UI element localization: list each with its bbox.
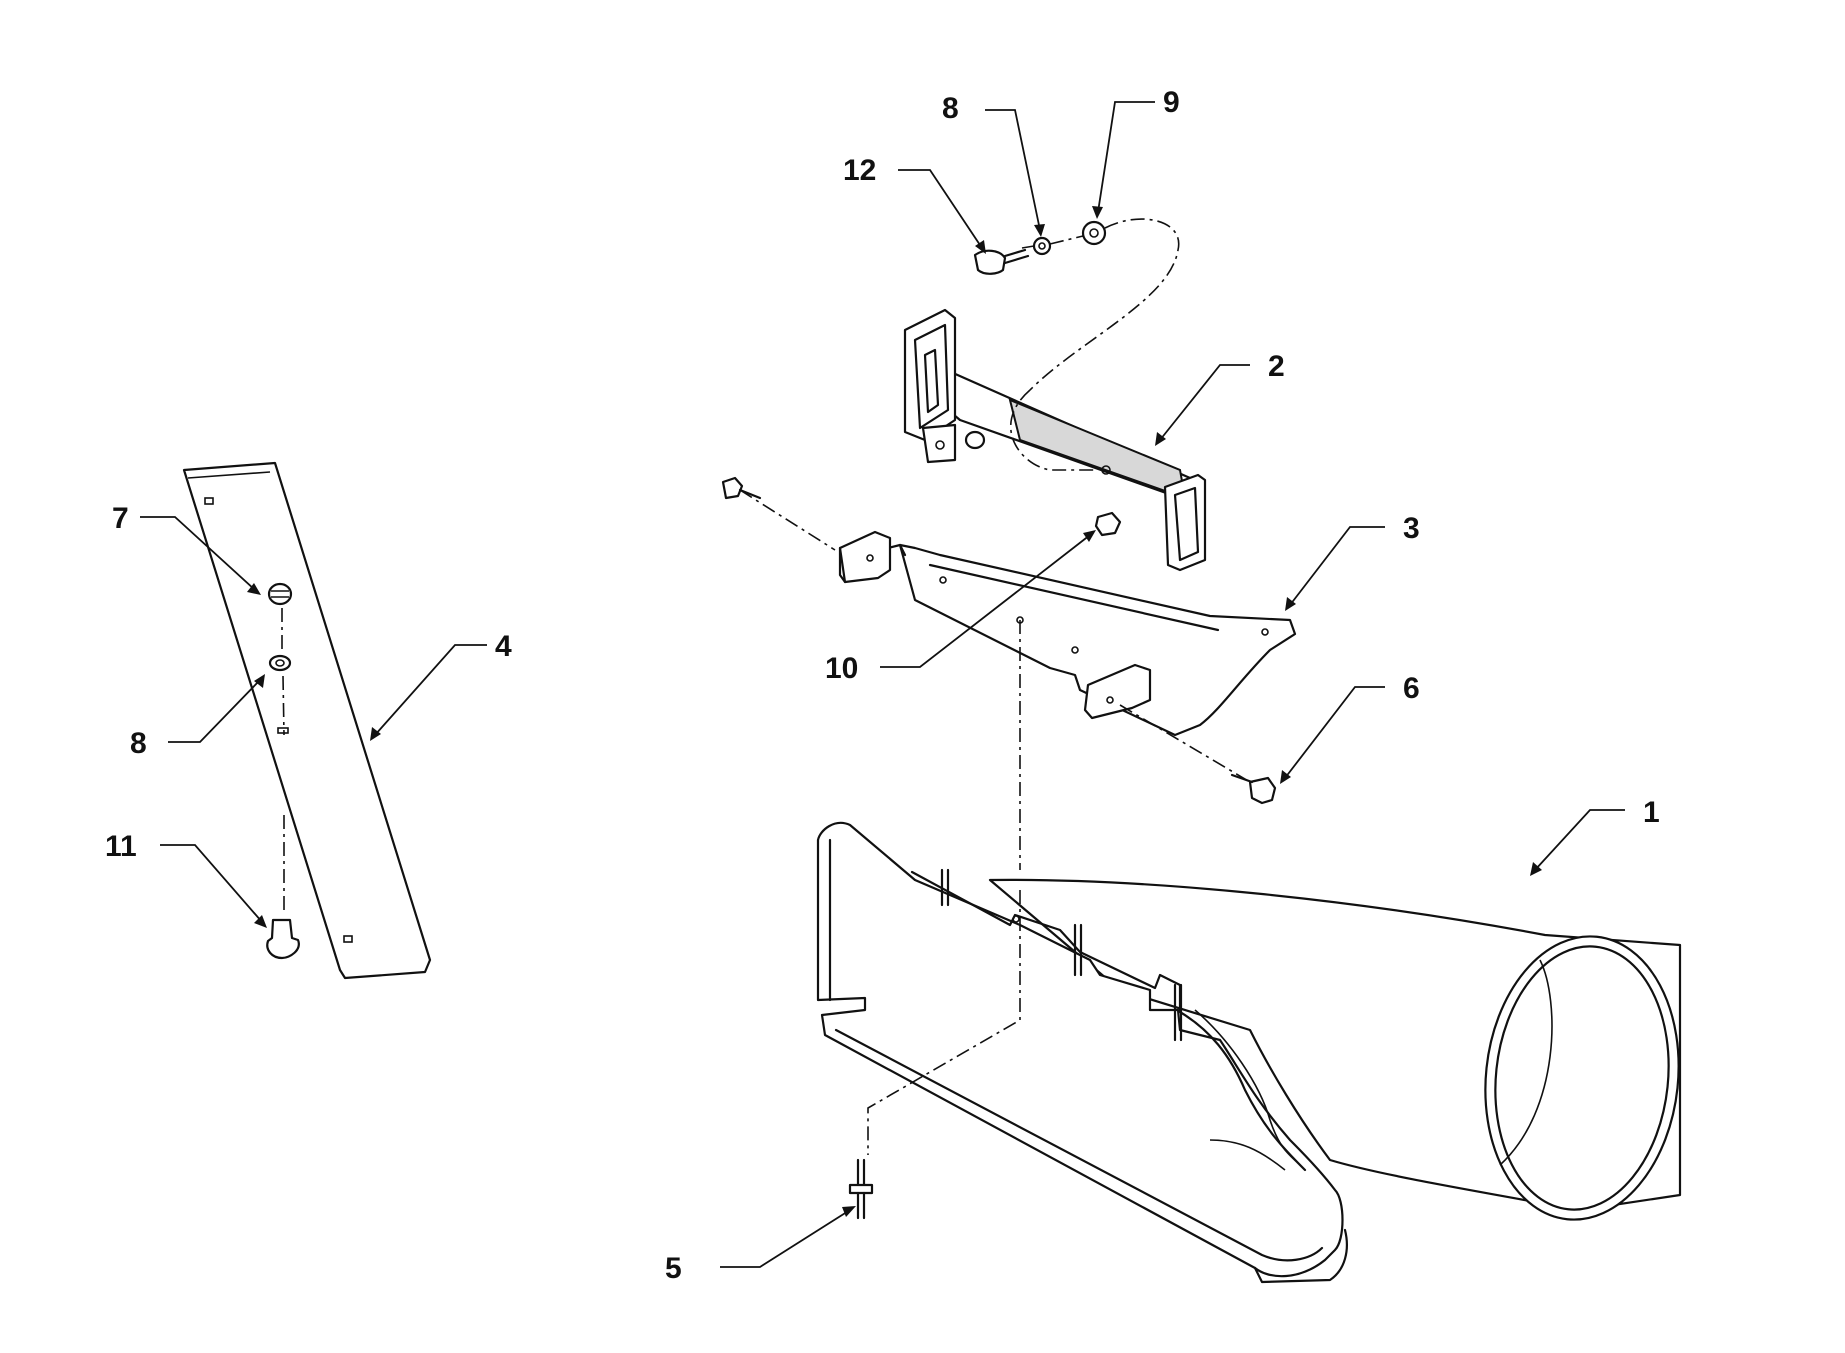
- callout-11: 11: [105, 830, 137, 863]
- part-2-clamp: [903, 308, 1207, 572]
- part-9-washer: [1081, 220, 1107, 246]
- part-10-nut: [1094, 511, 1122, 537]
- callout-2: 2: [1268, 350, 1285, 383]
- part-8-washer-strap: [268, 654, 292, 672]
- callout-6: 6: [1403, 672, 1420, 705]
- leader-lines: [140, 101, 1625, 1268]
- part-12-knob: [973, 248, 1030, 275]
- callout-7: 7: [112, 502, 129, 535]
- callout-8-left: 8: [130, 727, 147, 760]
- callout-12: 12: [843, 154, 876, 187]
- part-8-washer-top: [1032, 236, 1052, 256]
- part-5-rivet: [848, 1158, 874, 1220]
- callout-9: 9: [1163, 86, 1180, 119]
- callout-10: 10: [825, 652, 858, 685]
- callout-5: 5: [665, 1252, 682, 1285]
- callout-3: 3: [1403, 512, 1420, 545]
- bracket-bolt-left: [721, 476, 762, 500]
- callout-8-top: 8: [942, 92, 959, 125]
- strap-centerline: [281, 608, 285, 915]
- part-6-bolt: [1230, 773, 1277, 805]
- part-4-strap: [182, 461, 432, 980]
- assembly-lines: [739, 218, 1251, 1155]
- callout-1: 1: [1643, 796, 1660, 829]
- part-7-nut: [267, 582, 293, 606]
- part-3-bracket: [838, 530, 1297, 737]
- part-11-bolt: [266, 918, 300, 960]
- part-1-chute: [816, 821, 1682, 1284]
- callout-4: 4: [495, 630, 512, 663]
